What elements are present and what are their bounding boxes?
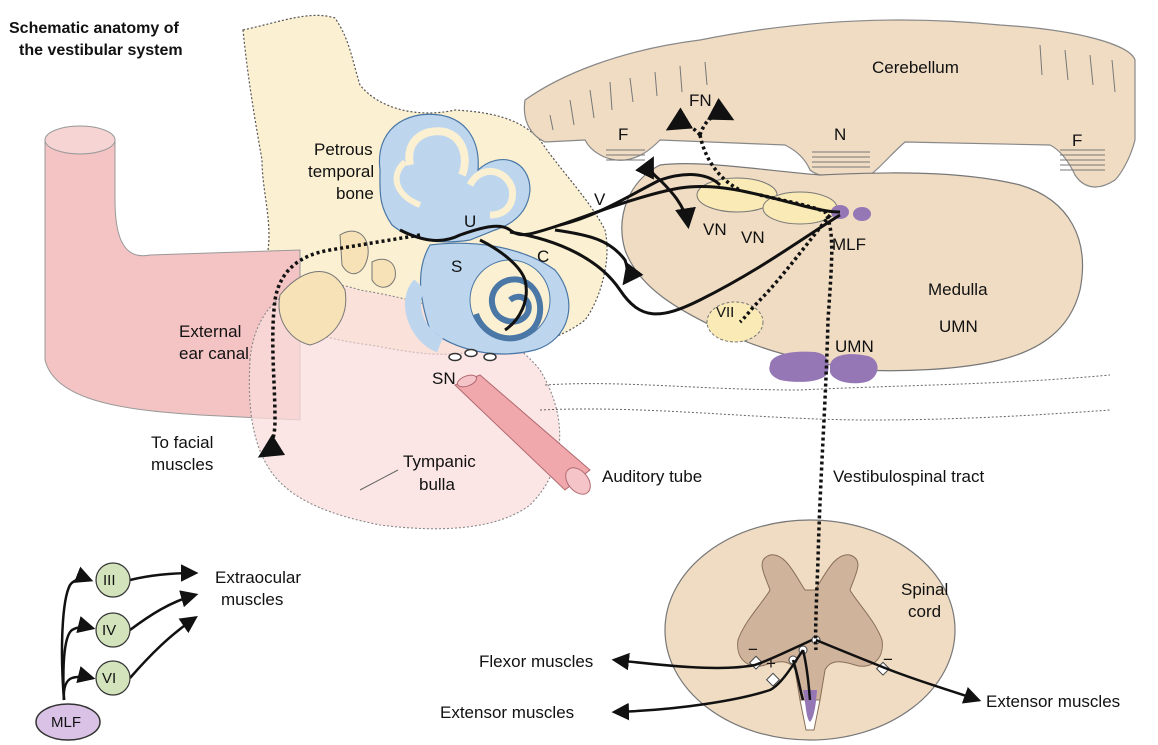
ear-canal-opening <box>45 126 115 154</box>
label-auditory-tube: Auditory tube <box>602 467 702 486</box>
legend-extraocular-1: Extraocular <box>215 568 301 587</box>
label-minus-right: − <box>883 650 893 669</box>
label-umn-bottom: UMN <box>835 337 874 356</box>
label-umn-right: UMN <box>939 317 978 336</box>
label-vn-1: VN <box>703 220 727 239</box>
legend-mlf-label: MLF <box>51 714 81 731</box>
label-f-left: F <box>618 125 628 144</box>
label-petrous-3: bone <box>336 184 374 203</box>
label-minus-left: − <box>748 640 758 659</box>
label-flexor: Flexor muscles <box>479 652 593 671</box>
umn-right <box>830 354 878 383</box>
label-mlf: MLF <box>832 235 866 254</box>
mlf-dot-2 <box>853 207 871 221</box>
label-spinal-1: Spinal <box>901 580 948 599</box>
ossicle-detail <box>340 231 368 274</box>
brainstem-outline <box>545 375 1110 390</box>
legend-iv-label: IV <box>102 622 116 639</box>
label-v: V <box>594 190 606 209</box>
label-spinal-2: cord <box>908 602 941 621</box>
label-extensor-left: Extensor muscles <box>440 703 574 722</box>
label-vestibulospinal: Vestibulospinal tract <box>833 467 984 486</box>
label-vii: VII <box>716 304 734 321</box>
label-c: C <box>537 247 549 266</box>
label-tympanic-1: Tympanic <box>403 452 476 471</box>
umn-left <box>769 352 828 382</box>
label-medulla: Medulla <box>928 280 988 299</box>
label-tympanic-2: bulla <box>419 475 455 494</box>
sn-dot-2 <box>465 350 477 357</box>
label-extensor-right: Extensor muscles <box>986 692 1120 711</box>
sn-dot-1 <box>449 354 461 361</box>
label-external-2: ear canal <box>179 344 249 363</box>
label-to-facial-1: To facial <box>151 433 213 452</box>
legend-iii-label: III <box>103 572 116 589</box>
label-fn: FN <box>689 91 712 110</box>
label-external-1: External <box>179 322 241 341</box>
label-u: U <box>464 212 476 231</box>
label-petrous-1: Petrous <box>314 140 373 159</box>
title-line-1: Schematic anatomy of <box>9 20 180 37</box>
label-s: S <box>451 257 462 276</box>
legend-extraocular-2: muscles <box>221 590 283 609</box>
label-cerebellum: Cerebellum <box>872 58 959 77</box>
label-n: N <box>834 125 846 144</box>
label-sn: SN <box>432 369 456 388</box>
label-vn-2: VN <box>741 228 765 247</box>
label-f-right: F <box>1072 131 1082 150</box>
label-plus: + <box>766 654 776 673</box>
label-to-facial-2: muscles <box>151 455 213 474</box>
label-petrous-2: temporal <box>308 162 374 181</box>
title-line-2: the vestibular system <box>19 42 183 59</box>
legend-vi-label: VI <box>102 670 116 687</box>
sn-dot-3 <box>484 354 496 361</box>
ossicle-detail-2 <box>372 259 395 287</box>
